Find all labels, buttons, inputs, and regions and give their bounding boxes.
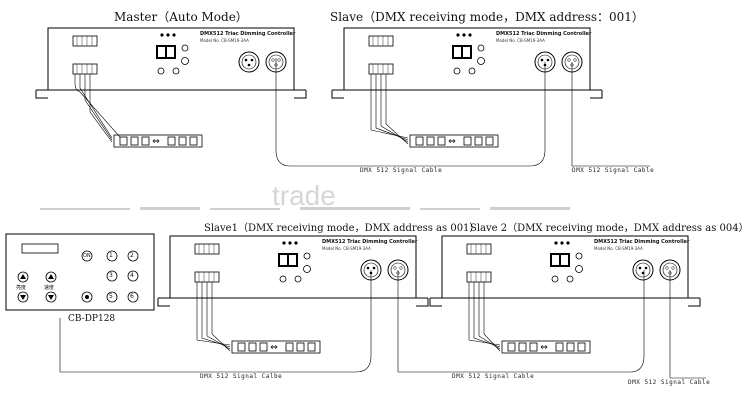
dmx-cable-top — [275, 58, 650, 167]
wires-master — [74, 74, 121, 143]
light-bar-slave-top — [409, 134, 499, 148]
slave2-controller — [429, 235, 701, 307]
slave1-controller — [157, 235, 429, 307]
console-key-4: 4 — [130, 272, 134, 279]
scan-noise-band — [40, 207, 570, 210]
caption-slave2: Slave 2（DMX receiving mode，DMX address a… — [470, 223, 749, 234]
master-controller — [35, 27, 307, 99]
light-bar-master — [113, 134, 203, 148]
controller-title-slave1: DMX512 Triac Dimming Controller — [322, 239, 418, 245]
console-key-2: 2 — [130, 252, 134, 259]
light-bar-slave1 — [231, 340, 321, 354]
cable-label-top: DMX 512 Signal Cable — [360, 167, 443, 174]
controller-model-master: Model No. CB-SM19-3AA — [200, 38, 249, 43]
controller-title-slave-top: DMX512 Triac Dimming Controller — [496, 31, 592, 37]
caption-slave-top: Slave（DMX receiving mode，DMX address：001… — [330, 10, 644, 24]
wiring-diagram: ⇔ — [5, 27, 706, 379]
cable-label-bottom-right: DMX 512 Signal Cable — [628, 379, 711, 386]
wires-slave2 — [468, 282, 501, 352]
dmx-cable-bottom — [59, 270, 706, 379]
controller-model-slave-top: Model No. CB-SM19-3AA — [496, 38, 545, 43]
light-bar-slave2 — [501, 340, 591, 354]
watermark-text: trade — [272, 180, 336, 211]
console-key-5: 5 — [109, 293, 113, 300]
cable-label-bottom-left: DMX 512 Signal Calbe — [200, 373, 283, 380]
console-key-6: 6 — [130, 293, 134, 300]
caption-console: CB-DP128 — [68, 314, 116, 324]
wires-slave-top — [370, 74, 409, 145]
console-key-1: 1 — [109, 252, 113, 259]
cable-label-bottom-mid: DMX 512 Signal Cable — [452, 373, 535, 380]
wires-slave1 — [196, 282, 231, 352]
console-right-label: 速度 — [44, 285, 55, 291]
console-key-dot-label: ON — [83, 253, 91, 259]
controller-model-slave2: Model No. CB-SM19-3AA — [594, 246, 643, 251]
console-left-label: 亮度 — [16, 285, 27, 291]
slave-controller-top — [331, 27, 603, 99]
caption-slave1: Slave1（DMX receiving mode，DMX address as… — [204, 223, 480, 234]
controller-title-slave2: DMX512 Triac Dimming Controller — [594, 239, 690, 245]
controller-title-master: DMX512 Triac Dimming Controller — [200, 31, 296, 37]
console-cb-dp128 — [5, 233, 155, 311]
caption-master: Master（Auto Mode） — [114, 10, 248, 24]
console-key-3: 3 — [109, 272, 113, 279]
cable-label-top-right: DMX 512 Signal Cable — [572, 167, 655, 174]
controller-model-slave1: Model No. CB-SM19-3AA — [322, 246, 371, 251]
